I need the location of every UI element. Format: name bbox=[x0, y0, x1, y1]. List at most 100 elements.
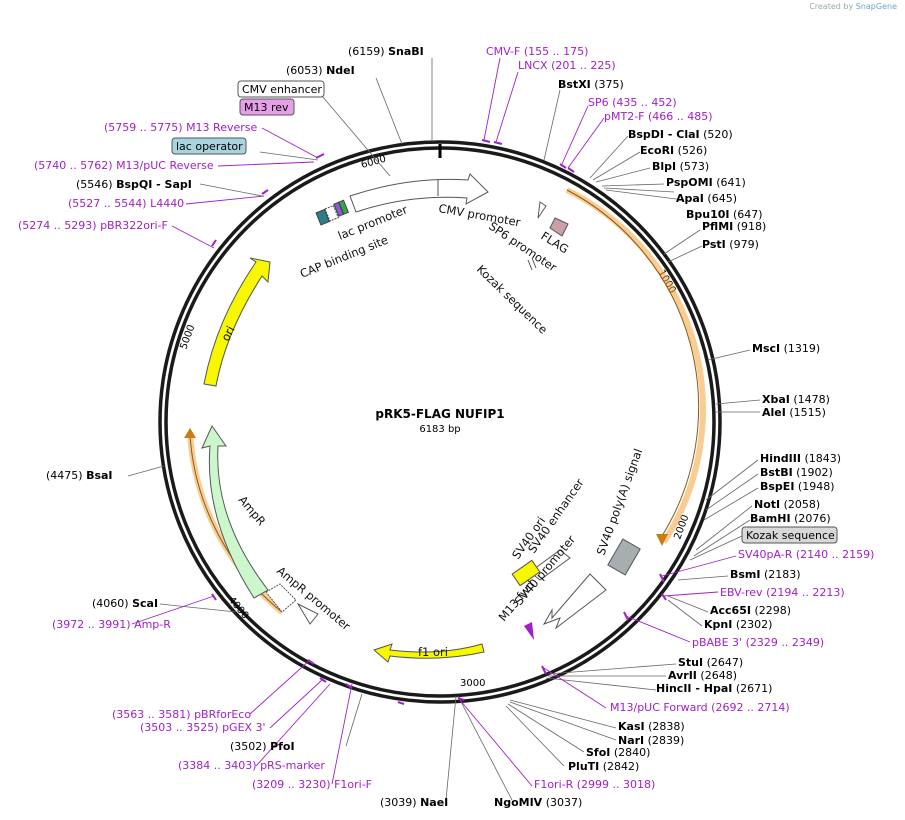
site-pos: (520) bbox=[703, 128, 733, 141]
site-pos: (2840) bbox=[614, 746, 651, 759]
site-pos: (3502) bbox=[230, 740, 267, 753]
site-xbai: XbaI bbox=[762, 393, 790, 406]
site-pfoi: PfoI bbox=[270, 740, 295, 753]
svg-text:PluTI (2842): PluTI (2842) bbox=[568, 760, 639, 773]
site-pos: (4060) bbox=[92, 597, 129, 610]
primer-range: (3972 .. 3991) bbox=[52, 618, 131, 631]
svg-text:NgoMIV (3037): NgoMIV (3037) bbox=[494, 796, 582, 809]
svg-text:PstI (979): PstI (979) bbox=[702, 238, 759, 251]
svg-text:BstXI (375): BstXI (375) bbox=[558, 78, 624, 91]
primer-range: (5740 .. 5762) bbox=[34, 159, 113, 172]
site-alei: AleI bbox=[762, 406, 786, 419]
site-pos: (2842) bbox=[603, 760, 640, 773]
svg-text:BsmI (2183): BsmI (2183) bbox=[730, 568, 801, 581]
svg-text:LNCX (201 .. 225): LNCX (201 .. 225) bbox=[518, 59, 616, 72]
site-ngomiv: NgoMIV bbox=[494, 796, 543, 809]
site-pspomi: PspOMI bbox=[666, 176, 713, 189]
site-kpni: KpnI bbox=[704, 618, 732, 631]
svg-text:ApaI (645): ApaI (645) bbox=[676, 192, 737, 205]
insert-orf-line bbox=[566, 189, 700, 537]
svg-text:AleI (1515): AleI (1515) bbox=[762, 406, 826, 419]
f1-ori-arrow bbox=[373, 643, 485, 663]
site-kasi: KasI bbox=[618, 720, 645, 733]
site-pos: (2058) bbox=[784, 498, 821, 511]
cap-binding-site-block bbox=[315, 208, 330, 226]
site-sfoi: SfoI bbox=[586, 746, 610, 759]
primer-amp-r: Amp-R bbox=[134, 618, 171, 631]
svg-text:F1ori-R (2999 .. 3018): F1ori-R (2999 .. 3018) bbox=[534, 778, 655, 791]
svg-text:(3503 .. 3525) pGEX 3': (3503 .. 3525) pGEX 3' bbox=[140, 721, 266, 734]
site-naei: NaeI bbox=[420, 796, 448, 809]
site-blpi: BlpI bbox=[652, 160, 676, 173]
site-acc65i: Acc65I bbox=[710, 604, 751, 617]
cmv-enhancer-box bbox=[237, 80, 325, 98]
primer-range: (5274 .. 5293) bbox=[18, 219, 97, 232]
primer-m13-puc-forward: M13/pUC Forward bbox=[610, 701, 708, 714]
site-pos: (6159) bbox=[348, 45, 385, 58]
site-pos: (573) bbox=[680, 160, 710, 173]
site-pos: (6053) bbox=[286, 64, 323, 77]
svg-text:(5546) BspQI - SapI: (5546) BspQI - SapI bbox=[76, 178, 192, 191]
svg-text:(4060) ScaI: (4060) ScaI bbox=[92, 597, 158, 610]
svg-text:NarI (2839): NarI (2839) bbox=[618, 734, 684, 747]
label-sv40-enhancer: SV40 enhancer bbox=[525, 476, 587, 556]
site-noti: NotI bbox=[754, 498, 780, 511]
primer-sp6: SP6 bbox=[588, 96, 609, 109]
site-pos: (1478) bbox=[793, 393, 830, 406]
svg-text:(3502) PfoI: (3502) PfoI bbox=[230, 740, 295, 753]
site-pos: (526) bbox=[678, 144, 708, 157]
tick-3000: 3000 bbox=[460, 678, 485, 689]
site-pos: (2648) bbox=[700, 669, 737, 682]
site-pos: (647) bbox=[733, 208, 763, 221]
ampr-orf-arc bbox=[187, 431, 284, 615]
site-pos: (2302) bbox=[736, 618, 773, 631]
site-bsmi: BsmI bbox=[730, 568, 761, 581]
primer-pmt2-f: pMT2-F bbox=[604, 110, 645, 123]
site-pos: (2183) bbox=[764, 568, 801, 581]
site-pos: (1515) bbox=[789, 406, 826, 419]
primer-range: (5759 .. 5775) bbox=[104, 121, 183, 134]
tick-labels: 1000 2000 3000 4000 5000 6000 bbox=[178, 154, 691, 689]
primer-m13-reverse: M13 Reverse bbox=[186, 121, 257, 134]
svg-text:NotI (2058): NotI (2058) bbox=[754, 498, 820, 511]
site-pos: (5546) bbox=[76, 178, 113, 191]
label-sv40-polya: SV40 poly(A) signal bbox=[594, 447, 646, 557]
svg-text:(5527 .. 5544) L4440: (5527 .. 5544) L4440 bbox=[68, 197, 184, 210]
svg-text:BamHI (2076): BamHI (2076) bbox=[750, 512, 831, 525]
site-nari: NarI bbox=[618, 734, 644, 747]
svg-text:(3039) NaeI: (3039) NaeI bbox=[380, 796, 448, 809]
lac-operator-box bbox=[171, 137, 247, 155]
site-snabi: SnaBI bbox=[388, 45, 424, 58]
site-avrii: AvrII bbox=[668, 669, 697, 682]
restriction-sites: (6159) SnaBI (6053) NdeI BstXI (375) Bsp… bbox=[46, 45, 841, 809]
svg-text:StuI (2647): StuI (2647) bbox=[678, 656, 743, 669]
svg-text:KpnI (2302): KpnI (2302) bbox=[704, 618, 772, 631]
site-pos: (645) bbox=[707, 192, 737, 205]
site-apai: ApaI bbox=[676, 192, 704, 205]
kozak-sequence-box bbox=[741, 526, 838, 544]
primer-cmv-f: CMV-F bbox=[486, 45, 520, 58]
svg-text:EBV-rev (2194 .. 2213): EBV-rev (2194 .. 2213) bbox=[720, 586, 845, 599]
site-pos: (375) bbox=[594, 78, 624, 91]
svg-text:XbaI (1478): XbaI (1478) bbox=[762, 393, 830, 406]
site-bstxi: BstXI bbox=[558, 78, 591, 91]
m13-rev-label: M13 rev bbox=[244, 101, 289, 114]
ori-arrow bbox=[203, 257, 271, 387]
site-bspdi-clai: BspDI - ClaI bbox=[628, 128, 700, 141]
primer-range: (466 .. 485) bbox=[648, 110, 713, 123]
primer-range: (2692 .. 2714) bbox=[711, 701, 790, 714]
primer-lncx: LNCX bbox=[518, 59, 548, 72]
svg-text:(6053) NdeI: (6053) NdeI bbox=[286, 64, 355, 77]
svg-text:PflMI (918): PflMI (918) bbox=[702, 220, 766, 233]
m13-fwd-arrow bbox=[524, 622, 534, 640]
svg-text:AvrII (2648): AvrII (2648) bbox=[668, 669, 737, 682]
primer-prs-marker: pRS-marker bbox=[260, 759, 325, 772]
primer-leader-lines bbox=[131, 57, 737, 787]
primer-sv40pa-r: SV40pA-R bbox=[738, 548, 793, 561]
primer-ebv-rev: EBV-rev bbox=[720, 586, 763, 599]
svg-text:SV40pA-R (2140 .. 2159): SV40pA-R (2140 .. 2159) bbox=[738, 548, 874, 561]
svg-text:(4475) BsaI: (4475) BsaI bbox=[46, 469, 113, 482]
site-bspqi-sapi: BspQI - SapI bbox=[116, 178, 192, 191]
backbone-outer-ring bbox=[158, 140, 722, 704]
svg-text:PspOMI (641): PspOMI (641) bbox=[666, 176, 746, 189]
